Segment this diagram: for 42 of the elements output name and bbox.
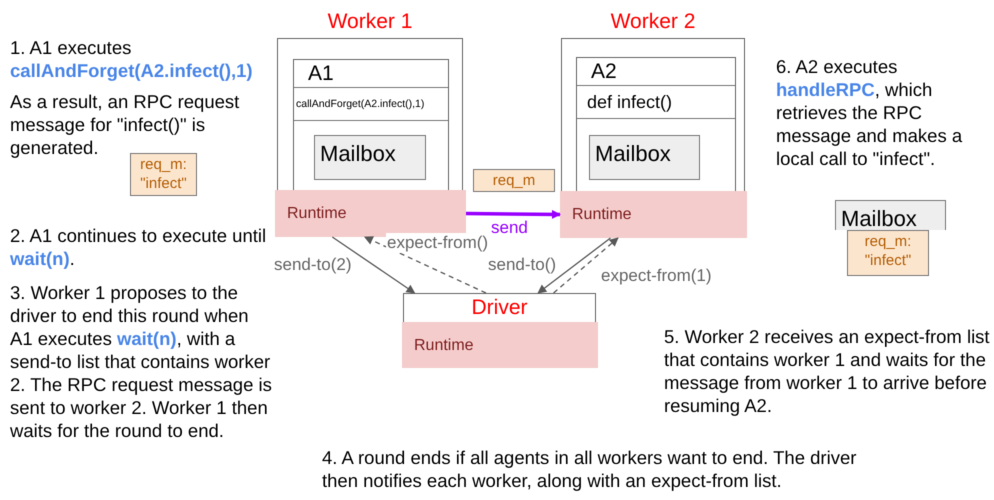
step-note: 2. A1 continues to execute until wait(n). <box>10 224 268 270</box>
runtime-label: Runtime <box>287 204 347 224</box>
message-label: req_m: "infect" <box>864 232 912 270</box>
runtime-label: Runtime <box>572 205 632 225</box>
worker-title: Worker 1 <box>326 9 414 35</box>
message-box <box>473 169 555 192</box>
agent-box <box>293 59 449 191</box>
arrow <box>332 236 416 294</box>
mailbox-box <box>835 200 946 230</box>
method-name: def infect() <box>577 86 735 119</box>
runtime-box <box>402 322 598 368</box>
agent-box <box>576 57 736 192</box>
runtime-box <box>275 190 466 237</box>
runtime-label: Runtime <box>414 336 474 356</box>
arrow <box>537 237 611 294</box>
arrow <box>466 210 561 219</box>
agent-name: A1 <box>294 60 448 88</box>
worker-title: Worker 2 <box>610 9 696 35</box>
message-box <box>847 230 929 276</box>
step-note: 3. Worker 1 proposes to the driver to end this round when A1 executes wait(n), with a send-to list that contains worker 2. The RPC request message is sent to worker 2. Worker 1 then waits for the round to end. <box>10 281 272 442</box>
arrow <box>364 236 486 294</box>
mailbox-label: Mailbox <box>840 205 918 233</box>
step-note: 1. A1 executes callAndForget(A2.infect(),1) <box>10 36 254 82</box>
edge-label: send-to() <box>487 255 558 275</box>
mailbox-label: Mailbox <box>319 140 397 168</box>
edge-label: send-to(2) <box>273 255 352 275</box>
step-note: 5. Worker 2 receives an expect-from list that contains worker 1 and waits for the message from worker 1 to arrive before resuming A2. <box>664 325 991 417</box>
driver-box <box>403 293 596 322</box>
message-box <box>130 153 197 196</box>
step-note: 6. A2 executes handleRPC, which retrieves the RPC message and makes a local call to "infect". <box>776 55 964 170</box>
mailbox-box <box>314 135 426 180</box>
edge-label: expect-from(1) <box>600 266 713 286</box>
edge-label: expect-from() <box>386 233 490 253</box>
runtime-box <box>560 191 747 238</box>
step-note: 4. A round ends if all agents in all workers want to end. The driver then notifies each worker, along with an expect-from list. <box>322 446 858 492</box>
mailbox-box <box>589 135 700 180</box>
agent-name: A2 <box>577 58 735 86</box>
arrow <box>553 237 619 294</box>
mailbox-label: Mailbox <box>594 140 672 168</box>
method-name: callAndForget(A2.infect(),1) <box>294 88 448 121</box>
message-label: req_m <box>492 171 536 190</box>
driver-title: Driver <box>470 295 528 321</box>
